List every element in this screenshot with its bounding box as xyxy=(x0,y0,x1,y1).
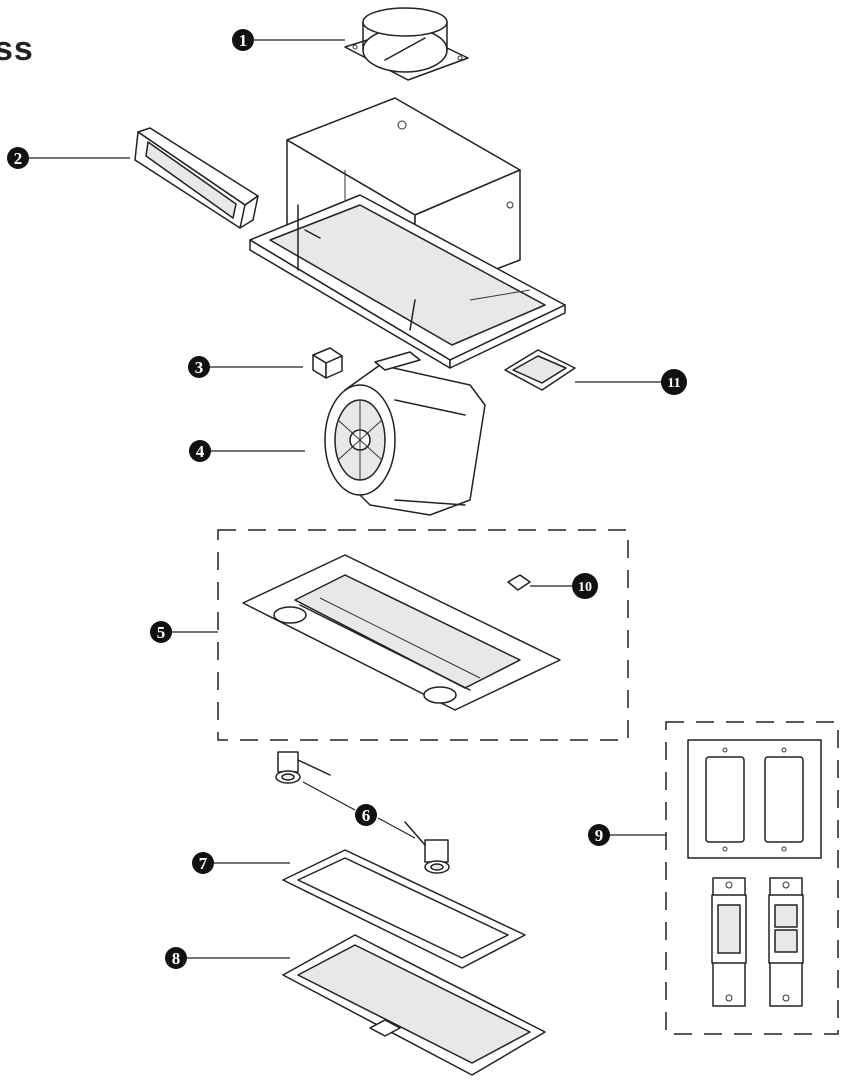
part-wall-switches xyxy=(687,739,822,1007)
part-grille-lens xyxy=(282,934,546,1076)
callout-11: 11 xyxy=(661,369,687,395)
callout-10: 10 xyxy=(572,573,598,599)
callout-4: 4 xyxy=(189,440,211,462)
callout-9: 9 xyxy=(588,824,610,846)
callout-number: 9 xyxy=(595,826,604,845)
callout-number: 3 xyxy=(195,358,204,377)
callout-number: 7 xyxy=(199,854,208,873)
callout-number: 11 xyxy=(667,376,680,391)
leader-line-6a xyxy=(302,781,356,811)
part-duct-adapter xyxy=(134,127,259,229)
part-capacitor xyxy=(312,347,343,379)
part-duct-collar xyxy=(344,7,469,81)
callout-3: 3 xyxy=(188,356,210,378)
callout-number: 10 xyxy=(578,580,592,595)
page-heading-fragment: ss xyxy=(0,30,34,68)
callout-number: 1 xyxy=(239,31,248,50)
part-9-group-border xyxy=(665,721,839,1035)
callout-number: 5 xyxy=(157,623,166,642)
callout-1: 1 xyxy=(232,29,254,51)
callout-2: 2 xyxy=(7,147,29,169)
callout-number: 2 xyxy=(14,149,23,168)
part-junction-cover xyxy=(504,349,576,391)
part-blower xyxy=(324,351,486,516)
part-light-panel xyxy=(242,554,561,711)
callout-number: 6 xyxy=(362,806,371,825)
callout-7: 7 xyxy=(192,852,214,874)
part-recessed-lights xyxy=(275,751,450,874)
part-5-group-border xyxy=(217,529,629,741)
callout-number: 4 xyxy=(196,442,205,461)
part-housing xyxy=(249,97,566,369)
part-grille-frame xyxy=(282,849,526,969)
callout-5: 5 xyxy=(150,621,172,643)
leader-line-6b xyxy=(377,817,416,839)
callout-number: 8 xyxy=(172,949,181,968)
callout-8: 8 xyxy=(165,947,187,969)
callout-6: 6 xyxy=(355,804,377,826)
